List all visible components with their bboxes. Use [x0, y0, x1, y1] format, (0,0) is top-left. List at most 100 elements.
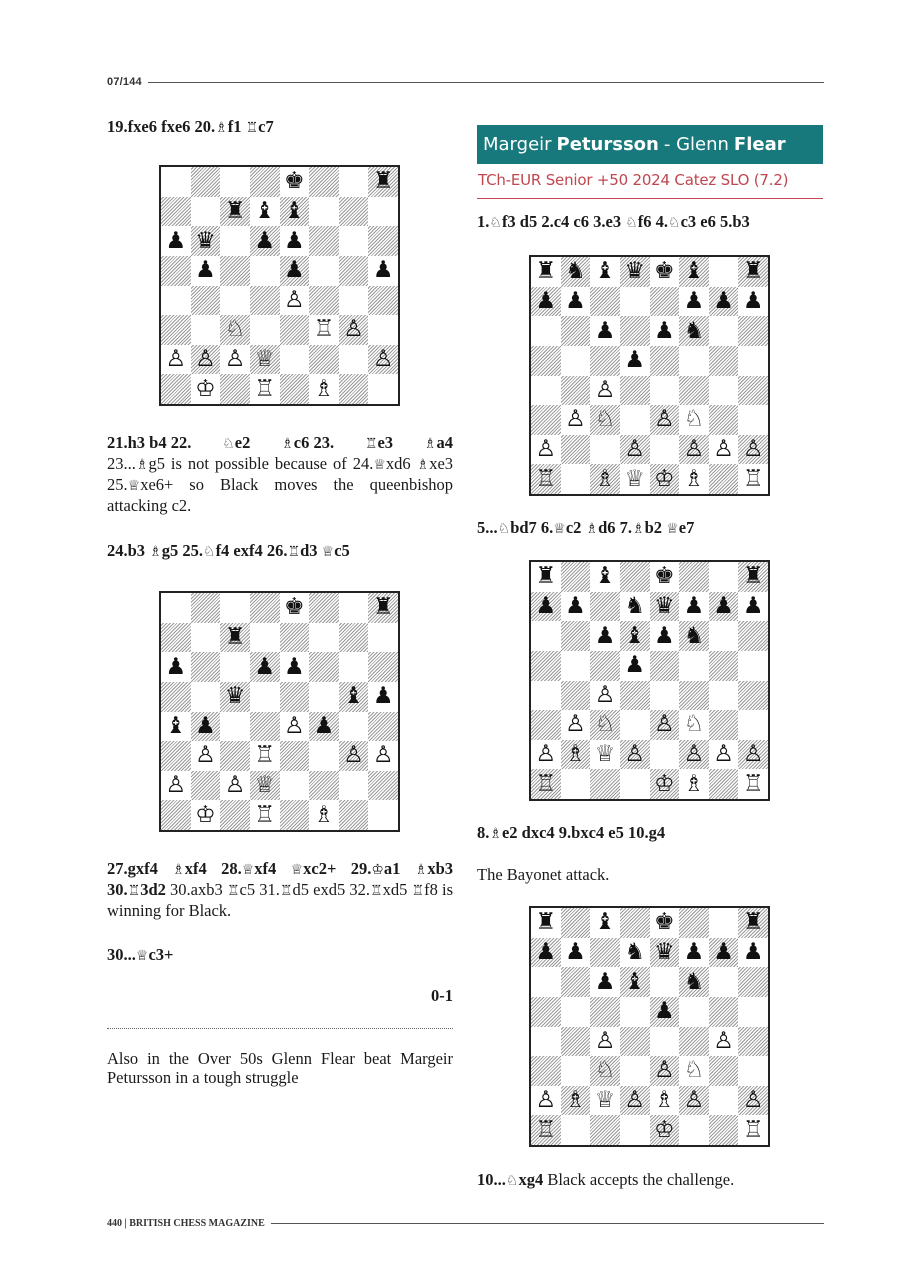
white-bishop-icon: ♗: [683, 465, 705, 492]
square-f5: [679, 345, 709, 376]
square-c3: ♘: [590, 1056, 620, 1086]
closing-note: Also in the Over 50s Glenn Flear beat Ma…: [107, 1049, 453, 1087]
white-pawn-icon: ♙: [713, 741, 734, 768]
black-pawn-icon: ♟: [313, 712, 335, 739]
comment-bayonet: The Bayonet attack.: [477, 865, 610, 884]
square-f4: [679, 680, 709, 711]
square-h3: [738, 1056, 768, 1086]
queen-figurine-icon: ♕: [127, 478, 141, 494]
square-f5: [679, 650, 709, 681]
square-d5: ♟: [619, 650, 650, 681]
square-a7: [161, 196, 191, 227]
bishop-figurine-icon: ♗: [414, 862, 428, 878]
square-c6: ♟: [590, 316, 620, 346]
square-f1: ♗: [309, 800, 339, 830]
move-text-27-30: 27.gxf4 ♗xf4 28.♕xf4 ♕xc2+ 29.♔a1 ♗xb3 3…: [107, 859, 453, 899]
black-pawn-icon: ♟: [195, 712, 216, 739]
square-c1: [220, 374, 250, 404]
square-h3: [368, 315, 398, 345]
square-h6: [738, 967, 768, 997]
square-h5: ♟: [368, 255, 398, 286]
footer-label: 440 | BRITISH CHESS MAGAZINE: [107, 1217, 265, 1229]
black-rook-icon: ♜: [372, 594, 394, 621]
square-b7: [190, 196, 221, 227]
black-pawn-icon: ♟: [284, 653, 305, 680]
white-pawn-icon: ♙: [343, 742, 364, 769]
square-b5: ♟: [190, 255, 221, 286]
move-text: f1: [227, 117, 246, 136]
comment-text: Black accepts the challenge.: [543, 1170, 735, 1189]
white-pawn-icon: ♙: [742, 436, 764, 463]
square-f2: ♙: [679, 739, 709, 770]
black-knight-icon: ♞: [624, 938, 645, 965]
square-e6: ♟: [649, 316, 680, 346]
square-c8: [220, 593, 250, 623]
white-bishop-icon: ♗: [313, 375, 335, 402]
square-c2: ♙: [220, 770, 250, 801]
white-bishop-icon: ♗: [565, 741, 586, 768]
move-text-30-black: 30...♕c3+: [107, 945, 174, 964]
black-pawn-icon: ♟: [594, 968, 616, 995]
black-queen-icon: ♛: [654, 938, 675, 965]
square-a1: ♖: [531, 1115, 561, 1145]
square-b3: ♙: [560, 710, 591, 740]
knight-figurine-icon: ♘: [489, 215, 502, 231]
square-h6: [738, 316, 768, 346]
square-c4: ♙: [590, 680, 620, 711]
black-rook-icon: ♜: [372, 168, 394, 195]
moves-1-5: 1.♘f3 d5 2.c4 c6 3.e3 ♘f6 4.♘c3 e6 5.b3: [477, 212, 750, 231]
square-d3: [249, 315, 280, 345]
square-c1: ♗: [590, 464, 620, 494]
square-a6: [531, 316, 561, 346]
square-h7: [368, 622, 398, 653]
square-c6: ♟: [590, 621, 620, 651]
black-knight-icon: ♞: [683, 968, 705, 995]
square-d6: [619, 316, 650, 346]
square-d6: ♟: [249, 226, 280, 256]
white-pawn-icon: ♙: [535, 741, 557, 768]
square-d7: [619, 286, 650, 317]
square-a8: [161, 167, 191, 197]
square-f3: ♖: [309, 315, 339, 345]
square-b1: [560, 1115, 591, 1145]
square-b2: [560, 434, 591, 465]
bishop-figurine-icon: ♗: [172, 862, 185, 878]
black-pawn-icon: ♟: [254, 227, 275, 254]
square-e3: ♙: [649, 405, 680, 435]
square-g1: [338, 374, 369, 404]
square-a8: ♜: [531, 562, 561, 592]
square-h5: ♟: [368, 681, 398, 712]
square-f7: ♟: [679, 286, 709, 317]
black-pawn-icon: ♟: [565, 592, 586, 619]
square-e2: [649, 434, 680, 465]
square-a2: ♙: [531, 434, 561, 465]
square-f2: [309, 770, 339, 801]
bishop-figurine-icon: ♗: [416, 457, 430, 473]
square-h4: [368, 285, 398, 316]
page-header: 07/144: [107, 74, 824, 90]
square-g5: [708, 650, 739, 681]
white-pawn-icon: ♙: [535, 436, 557, 463]
square-c7: ♜: [220, 196, 250, 227]
black-pawn-icon: ♟: [742, 938, 764, 965]
square-b4: ♟: [190, 711, 221, 742]
move-text-19-20: 19.fxe6 fxe6 20.♗f1 ♖c7: [107, 117, 453, 138]
page-reference: 07/144: [107, 76, 142, 88]
black-pawn-icon: ♟: [565, 938, 586, 965]
square-a4: [161, 285, 191, 316]
square-a2: ♙: [531, 739, 561, 770]
square-b8: ♞: [560, 257, 591, 287]
square-b4: [190, 285, 221, 316]
black-knight-icon: ♞: [683, 317, 705, 344]
white-pawn-icon: ♙: [372, 346, 394, 373]
black-bishop-icon: ♝: [165, 712, 187, 739]
square-e2: [279, 770, 310, 801]
black-pawn-icon: ♟: [713, 938, 734, 965]
black-king-icon: ♚: [654, 909, 675, 936]
white-last-name: Petursson: [556, 134, 659, 155]
move-text: ♗c6 23.: [281, 433, 335, 452]
white-knight-icon: ♘: [683, 1057, 705, 1084]
dotted-separator: [107, 1028, 453, 1029]
square-h8: ♜: [738, 562, 768, 592]
white-pawn-icon: ♙: [195, 346, 216, 373]
